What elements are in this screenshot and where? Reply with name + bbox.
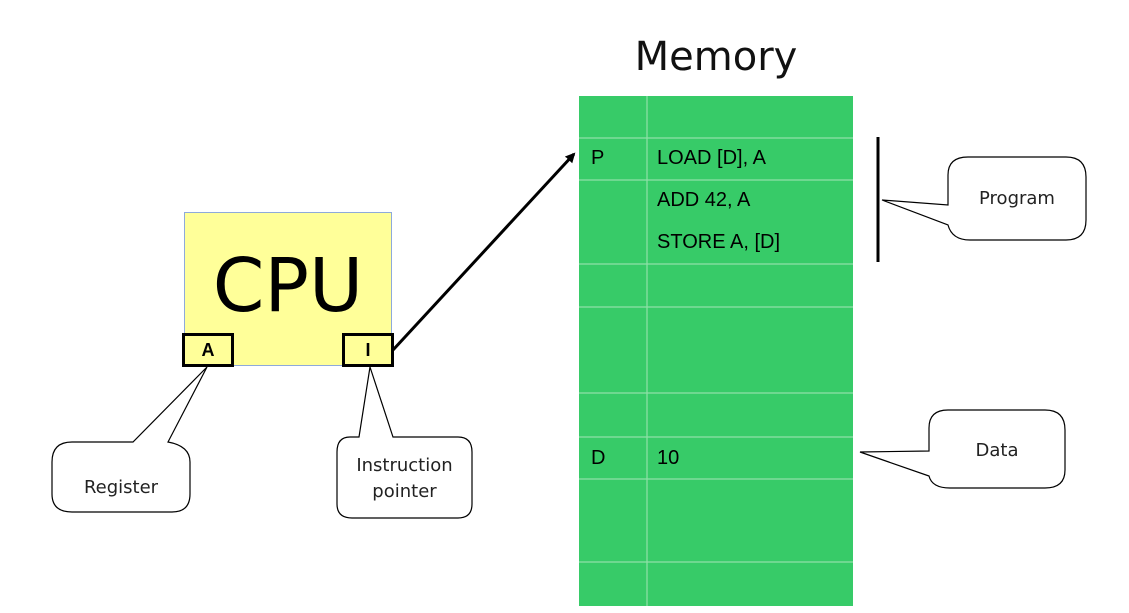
memory-cell-instruction: STORE A, [D]: [657, 231, 780, 253]
memory-grid-lines: [579, 96, 853, 606]
program-callout-bubble: [881, 156, 1087, 241]
register-instruction-pointer: I: [342, 333, 394, 367]
memory-title: Memory: [634, 34, 798, 80]
cpu-label: CPU: [212, 243, 364, 329]
memory-cell-instruction: LOAD [D], A: [657, 147, 766, 169]
instruction-pointer-callout-line2: pointer: [372, 481, 437, 502]
memory-cell-data: 10: [657, 447, 680, 469]
instruction-pointer-callout-line1: Instruction: [356, 455, 453, 476]
memory-label-p: P: [591, 147, 605, 169]
instruction-pointer-callout-bubble: [336, 366, 473, 519]
instruction-pointer-callout-text: Instruction pointer: [337, 453, 472, 505]
memory-cell-instruction: ADD 42, A: [657, 189, 751, 211]
register-callout-bubble: [51, 366, 208, 513]
register-a: A: [182, 333, 234, 367]
data-callout-bubble: [859, 409, 1066, 489]
memory-block: [579, 96, 853, 606]
data-callout-text: Data: [975, 440, 1019, 461]
register-callout-text: Register: [83, 477, 159, 498]
pointer-arrow: [391, 152, 576, 352]
memory-label-d: D: [591, 447, 606, 469]
program-callout-text: Program: [979, 188, 1055, 209]
